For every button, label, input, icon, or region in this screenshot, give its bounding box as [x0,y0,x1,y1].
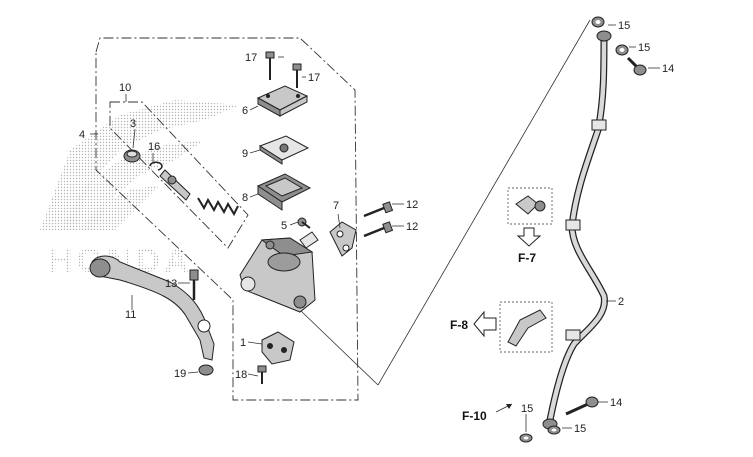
piston-part [159,169,191,201]
callout-17a: 17 [245,52,257,64]
bolt-14a-part [626,56,647,76]
ref-f8-bracket-part [507,309,547,347]
washer-15a-part [591,16,605,28]
brake-switch-part [261,331,295,365]
callout-15b: 15 [638,42,650,54]
assembly-4-boundary [95,37,359,401]
callout-1: 1 [240,337,246,349]
diaphragm-plate-part [258,135,310,165]
ref-f7-label[interactable]: F-7 [518,251,536,265]
callout-6: 6 [242,105,248,117]
ref-f10-label[interactable]: F-10 [462,409,487,423]
callout-16: 16 [148,141,160,153]
screw-17b-part [292,63,302,88]
washer-15d-part [547,425,561,435]
screw-5-part [297,217,311,229]
hose-route-line [299,309,379,386]
holder-part [329,221,357,257]
callout-17b: 17 [308,72,320,84]
callout-13: 13 [165,278,177,290]
ref-f7-arrow [516,227,542,247]
spring-part [197,197,239,217]
callout-12b: 12 [406,221,418,233]
ref-f8-label[interactable]: F-8 [450,318,468,332]
ref-f8-box [499,301,553,353]
screw-17a-part [265,51,275,80]
ref-f7-box [507,187,553,225]
callout-19: 19 [174,368,186,380]
callout-4: 4 [79,129,85,141]
bolt-14b-part [565,396,599,416]
bolt-12b-part [363,221,394,238]
brake-hose-part [542,30,612,430]
callout-15c: 15 [521,403,533,415]
callout-18: 18 [235,369,247,381]
callout-14b: 14 [610,397,622,409]
ref-f7-clip-part [515,195,546,215]
washer-15c-part [519,433,533,443]
callout-10: 10 [119,82,131,94]
diaphragm-part [256,173,312,211]
callout-15a: 15 [618,20,630,32]
reservoir-cap-part [256,85,309,117]
brake-lever-part [89,255,215,361]
hose-route-line-2 [377,19,591,386]
piston-cup-part [123,149,141,163]
bolt-12a-part [363,201,394,218]
callout-8: 8 [242,192,248,204]
callout-9: 9 [242,148,248,160]
pivot-bolt-part [189,269,199,300]
washer-15b-part [615,44,629,56]
pivot-nut-part [198,364,214,376]
switch-screw-part [257,365,267,384]
callout-12a: 12 [406,199,418,211]
callout-15d: 15 [574,423,586,435]
ref-f10-arrowhead [506,404,512,409]
leader-lines [131,24,660,432]
callout-7: 7 [333,200,339,212]
callout-3: 3 [130,118,136,130]
honda-wing-watermark: HONDA [40,100,240,280]
assembly-10-boundary [109,101,249,249]
callout-2: 2 [618,296,624,308]
callout-5: 5 [281,220,287,232]
ref-f8-arrow [473,310,497,338]
callout-11: 11 [125,309,136,321]
master-cylinder-body-part [239,231,319,313]
circlip-part [149,161,163,171]
callout-14a: 14 [662,63,674,75]
